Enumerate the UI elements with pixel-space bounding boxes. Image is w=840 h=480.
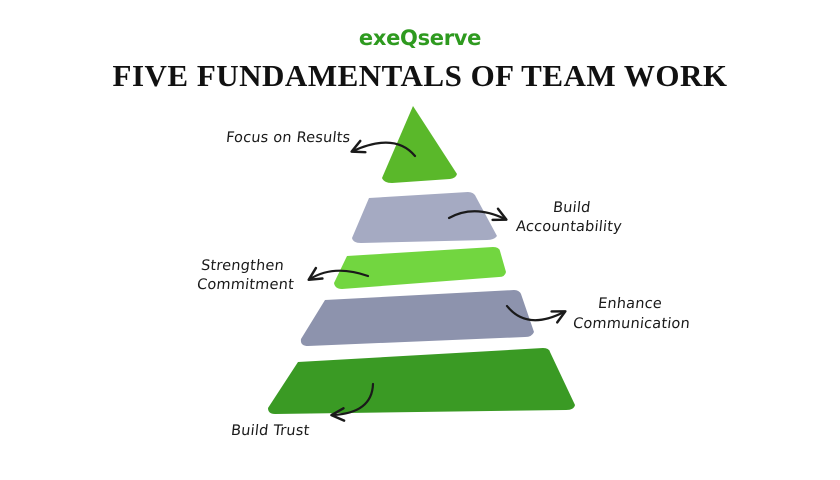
label-line: Communication [572, 316, 691, 332]
pyramid-tier-build-accountability [352, 192, 497, 243]
label-build-accountability: Build [552, 199, 591, 218]
label-line: Accountability [515, 219, 623, 235]
brand-name: exeQserve [358, 26, 482, 50]
page-title: FIVE FUNDAMENTALS OF TEAM WORK [112, 58, 728, 93]
pyramid-tier-focus-on-results [382, 106, 457, 183]
label-line: Build [552, 200, 592, 216]
pyramid-tier-strengthen-commitment [334, 247, 506, 289]
label-strengthen-commitment: Strengthen [200, 257, 285, 276]
arrow-build-trust [330, 382, 375, 422]
arrow-enhance-communication [505, 304, 567, 324]
label-line: Enhance [597, 296, 663, 312]
label-build-trust: Build Trust [230, 422, 310, 441]
label-line: Commitment [196, 277, 295, 293]
arrow-focus-on-results [350, 139, 417, 158]
label-strengthen-commitment-line2: Commitment [196, 276, 295, 295]
pyramid-tier-enhance-communication [300, 290, 534, 346]
arrow-strengthen-commitment [307, 266, 370, 282]
label-line: Build Trust [230, 423, 311, 439]
brand-logo: exeQserve [0, 26, 840, 50]
pyramid-tier-build-trust [268, 348, 575, 414]
label-line: Strengthen [200, 258, 285, 274]
label-enhance-communication: Enhance [597, 295, 663, 314]
label-focus-on-results: Focus on Results [225, 129, 351, 148]
label-build-accountability-line2: Accountability [515, 218, 623, 237]
label-enhance-communication-line2: Communication [572, 315, 691, 334]
arrow-build-accountability [447, 207, 508, 222]
label-line: Focus on Results [225, 130, 352, 146]
